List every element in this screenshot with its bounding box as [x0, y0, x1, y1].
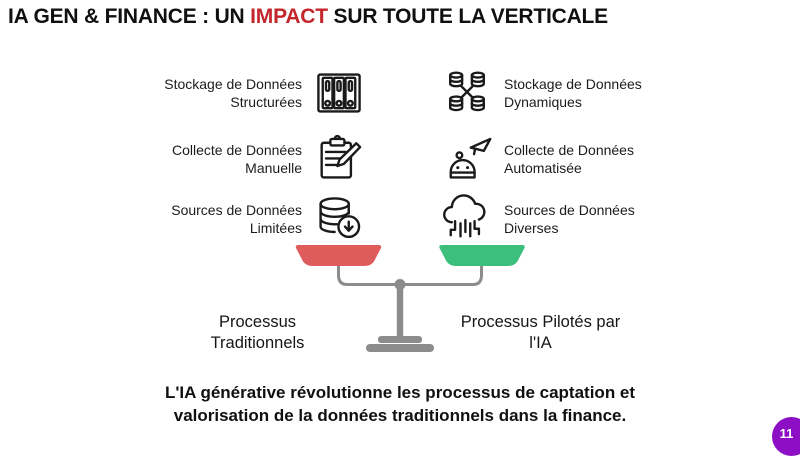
item-label-line2: Structurées	[230, 94, 302, 110]
item-label: Stockage de Données Dynamiques	[504, 75, 676, 112]
title-highlight: IMPACT	[250, 5, 328, 28]
item-label-line1: Stockage de Données	[164, 75, 302, 92]
right-pan	[439, 245, 525, 266]
footer-statement: L'IA générative révolutionne les process…	[0, 382, 800, 428]
scale-base-upper	[378, 336, 422, 343]
linked-databases-icon	[441, 67, 493, 119]
page-title: IA GEN & FINANCE : UN IMPACT SUR TOUTE L…	[8, 5, 608, 29]
left-item-stockage-structurees: Stockage de Données Structurées	[150, 67, 365, 119]
footer-line1: L'IA générative révolutionne les process…	[164, 383, 636, 402]
item-label-line1: Collecte de Données	[504, 141, 634, 158]
right-item-collecte-automatisee: Collecte de Données Automatisée	[441, 133, 676, 185]
left-item-collecte-manuelle: Collecte de Données Manuelle	[150, 133, 365, 185]
item-label-line2: Dynamiques	[504, 94, 582, 110]
item-label: Sources de Données Diverses	[504, 201, 676, 238]
title-post: SUR TOUTE LA VERTICALE	[327, 5, 609, 28]
item-label: Collecte de Données Automatisée	[504, 141, 676, 178]
balance-scale	[295, 245, 525, 352]
clipboard-pencil-icon	[313, 133, 365, 185]
item-label: Collecte de Données Manuelle	[150, 141, 302, 178]
item-label-line2: Limitées	[249, 220, 302, 236]
binders-icon	[313, 67, 365, 119]
database-download-icon	[313, 193, 365, 245]
cloud-circuit-icon	[441, 193, 493, 245]
left-pan	[295, 245, 382, 266]
item-label-line1: Stockage de Données	[504, 75, 642, 92]
page-number: 11	[779, 426, 794, 441]
footer-line2: valorisation de la données traditionnels…	[173, 405, 627, 425]
right-scale-label: Processus Pilotés par l'IA	[460, 313, 621, 353]
robot-icon	[441, 133, 493, 185]
title-pre: IA GEN & FINANCE : UN	[8, 5, 251, 28]
left-item-sources-limitees: Sources de Données Limitées	[150, 193, 365, 245]
item-label-line1: Sources de Données	[171, 201, 302, 218]
item-label-line2: Automatisée	[504, 160, 582, 176]
scale-pole	[396, 285, 404, 338]
right-item-stockage-dynamiques: Stockage de Données Dynamiques	[441, 67, 676, 119]
scale-pivot	[394, 279, 406, 290]
item-label: Sources de Données Limitées	[150, 201, 302, 238]
item-label-line1: Collecte de Données	[172, 141, 302, 158]
scale-base-lower	[366, 344, 434, 352]
page-number-badge: 11	[772, 417, 800, 456]
item-label-line2: Manuelle	[245, 160, 302, 176]
scale-stand	[337, 266, 483, 352]
item-label: Stockage de Données Structurées	[150, 75, 302, 112]
right-item-sources-diverses: Sources de Données Diverses	[441, 193, 676, 245]
item-label-line2: Diverses	[504, 220, 559, 236]
scale-beam	[337, 266, 483, 286]
left-scale-label: Processus Traditionnels	[210, 313, 305, 353]
item-label-line1: Sources de Données	[504, 201, 635, 218]
